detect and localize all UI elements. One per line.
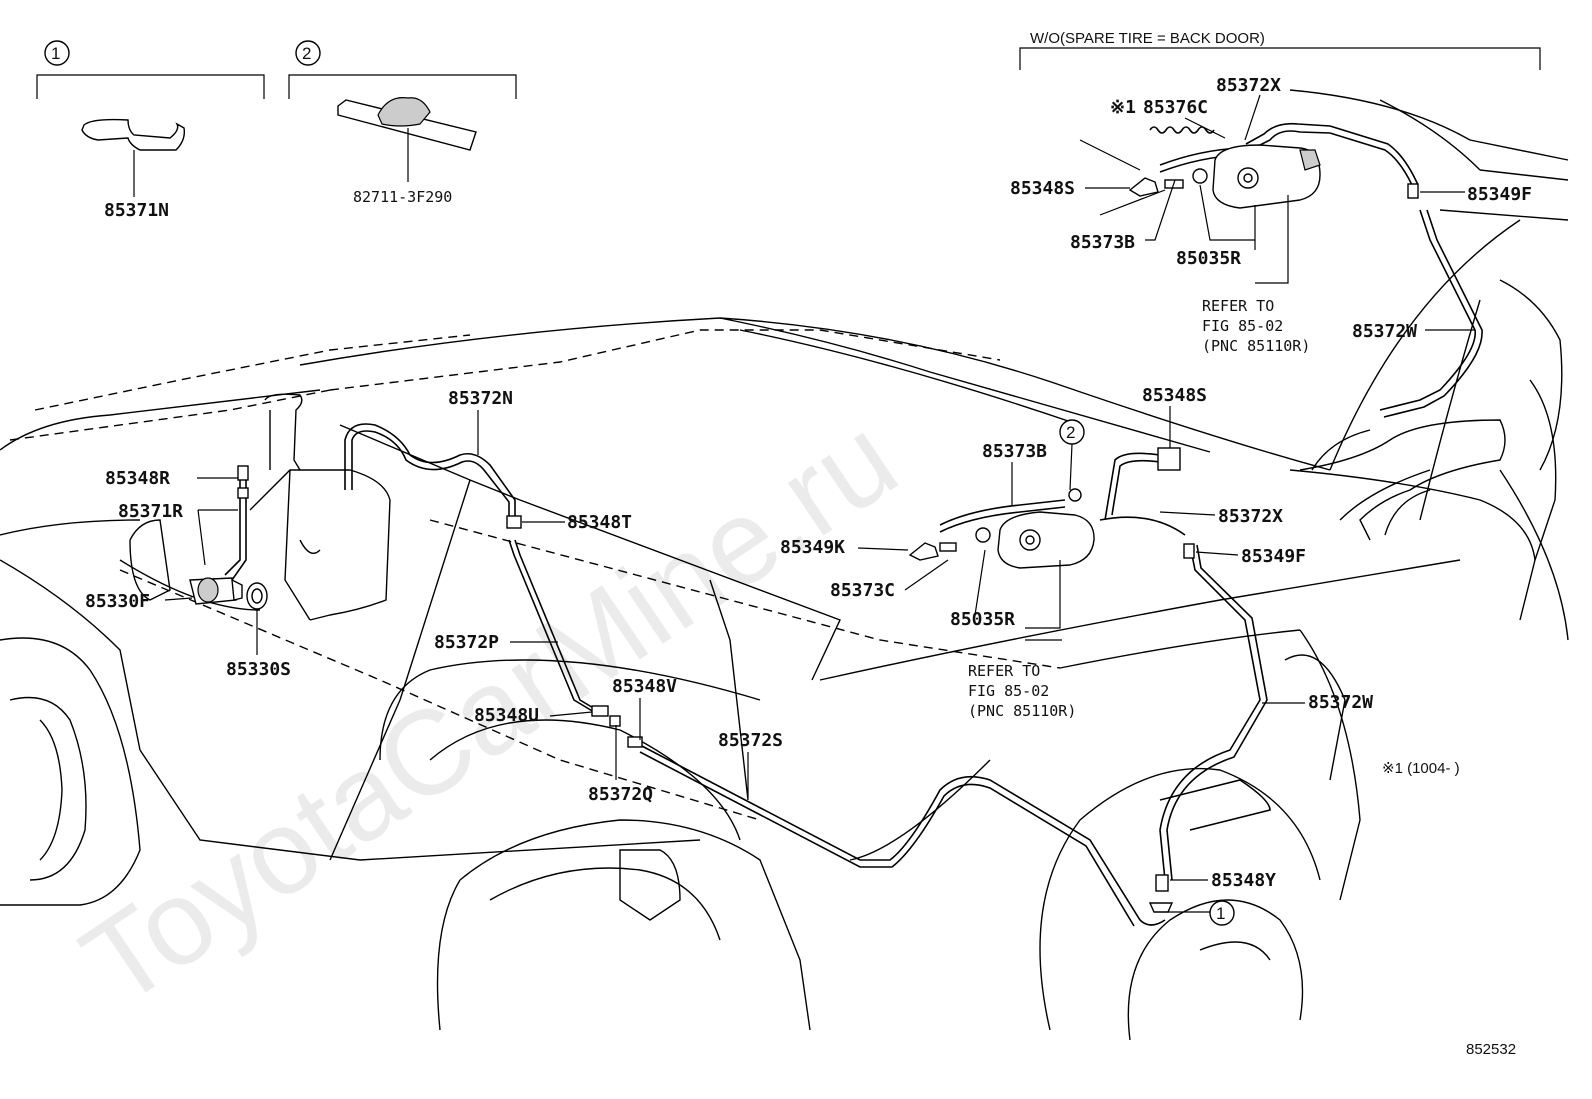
part-label-85035R: 85035R bbox=[1176, 248, 1241, 269]
washer-nozzle-icon bbox=[908, 542, 939, 561]
washer-pump-icon bbox=[1192, 144, 1321, 209]
washer-pump-icon bbox=[975, 511, 1095, 569]
inset-2-number: 2 bbox=[302, 44, 311, 63]
part-label-85349F: 85349F bbox=[1467, 184, 1532, 205]
part-label-85348Y: 85348Y bbox=[1211, 870, 1276, 891]
callout-circle-1 bbox=[1209, 900, 1235, 926]
callout-circle-2-number: 2 bbox=[1066, 423, 1075, 442]
inset-1-number: 1 bbox=[51, 44, 60, 63]
vehicle-outline bbox=[0, 89, 1569, 1041]
check-valve-icon bbox=[939, 542, 957, 552]
callout-circle-1-number: 1 bbox=[1216, 904, 1225, 923]
part-label-85348U: 85348U bbox=[474, 705, 539, 726]
part-label-85372W-mid: 85372W bbox=[1308, 692, 1373, 713]
hose-clamp-icon bbox=[1068, 488, 1082, 502]
variant-label: W/O(SPARE TIRE = BACK DOOR) bbox=[1030, 30, 1265, 47]
inset-1: 1 85371N bbox=[36, 40, 265, 221]
refer-line3-top: (PNC 85110R) bbox=[1202, 337, 1310, 355]
part-label-85372S: 85372S bbox=[718, 730, 783, 751]
refer-line1-top: REFER TO bbox=[1202, 297, 1274, 315]
hose-clamp-icon bbox=[81, 118, 186, 151]
part-label-85372W: 85372W bbox=[1352, 321, 1417, 342]
part-label-85348S-mid: 85348S bbox=[1142, 385, 1207, 406]
part-label-85348T: 85348T bbox=[567, 512, 632, 533]
part-label-85349F-mid: 85349F bbox=[1241, 546, 1306, 567]
part-label-85372P: 85372P bbox=[434, 632, 499, 653]
part-label-85372Q: 85372Q bbox=[588, 784, 653, 805]
washer-pump-icon bbox=[189, 577, 268, 610]
part-label-85035R-mid: 85035R bbox=[950, 609, 1015, 630]
refer-line1-mid: REFER TO bbox=[968, 662, 1040, 680]
part-label-85376C: 85376C bbox=[1143, 97, 1208, 118]
figure-number: 852532 bbox=[1466, 1041, 1516, 1058]
part-label-85372N: 85372N bbox=[448, 388, 513, 409]
part-label-85372X: 85372X bbox=[1216, 75, 1281, 96]
refer-line2-mid: FIG 85-02 bbox=[968, 682, 1049, 700]
refer-line3-mid: (PNC 85110R) bbox=[968, 702, 1076, 720]
part-label-85349K: 85349K bbox=[780, 537, 845, 558]
inset-1-circle bbox=[44, 40, 70, 66]
part-label-85371N: 85371N bbox=[104, 200, 169, 221]
part-label-85330F: 85330F bbox=[85, 591, 150, 612]
part-label-85373B-mid: 85373B bbox=[982, 441, 1047, 462]
part-label-85373B: 85373B bbox=[1070, 232, 1135, 253]
part-label-85348R: 85348R bbox=[105, 468, 170, 489]
part-label-82711-3F290: 82711-3F290 bbox=[353, 188, 452, 206]
part-label-85373C: 85373C bbox=[830, 580, 895, 601]
note-mark: ※1 bbox=[1110, 97, 1136, 118]
part-label-85348S: 85348S bbox=[1010, 178, 1075, 199]
refer-line2-top: FIG 85-02 bbox=[1202, 317, 1283, 335]
part-label-85371R: 85371R bbox=[118, 501, 183, 522]
part-label-85348V: 85348V bbox=[612, 676, 677, 697]
part-label-85330S: 85330S bbox=[226, 659, 291, 680]
part-label-85372X-mid: 85372X bbox=[1218, 506, 1283, 527]
check-valve-icon bbox=[237, 183, 1419, 913]
washer-nozzle-icon bbox=[1128, 177, 1159, 197]
inset-2: 2 82711-3F290 bbox=[288, 40, 517, 206]
applicability-note: ※1 (1004- ) bbox=[1382, 760, 1460, 777]
part-labels: 85372X ※1 85376C 85348S 85349F 85373B 85… bbox=[85, 75, 1532, 926]
inset-2-circle bbox=[295, 40, 321, 66]
